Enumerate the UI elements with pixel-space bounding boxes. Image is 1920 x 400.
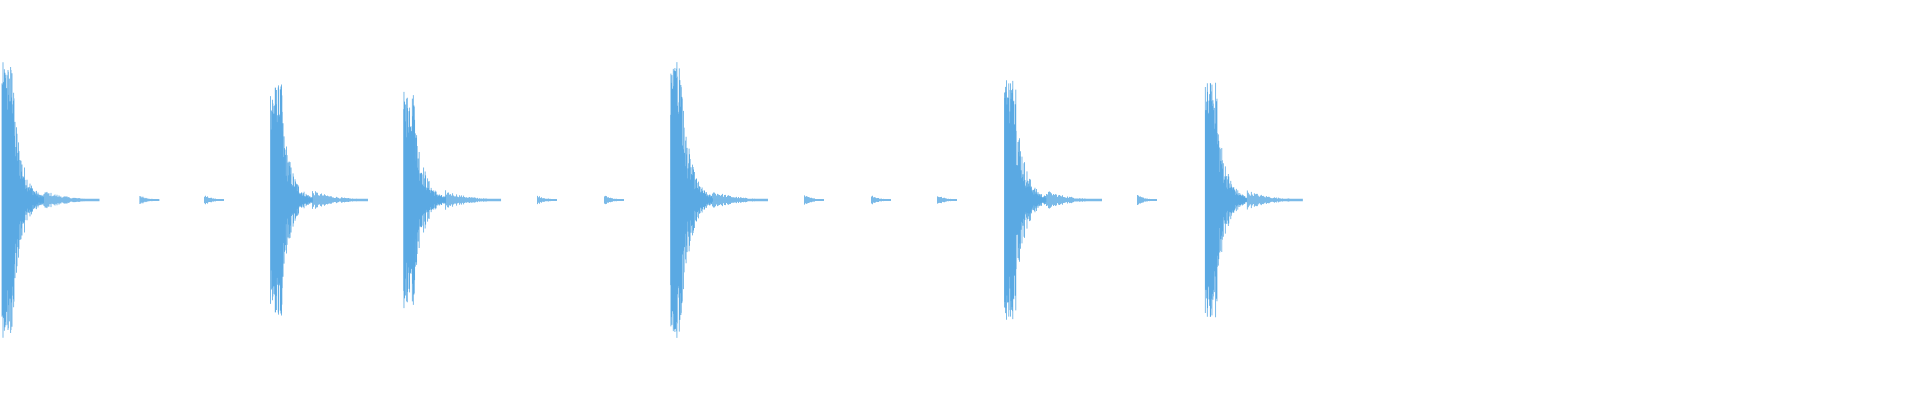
waveform-tick: [937, 196, 957, 204]
waveform-segment: [1204, 82, 1303, 318]
waveform-tick: [1137, 195, 1157, 205]
waveform-transient: [1004, 80, 1102, 320]
waveform-segment: [1137, 195, 1157, 205]
waveform-segment: [604, 195, 624, 205]
waveform-tick: [871, 195, 891, 205]
waveform-tick: [804, 195, 824, 205]
waveform-tick: [604, 195, 624, 205]
waveform-segment: [403, 91, 502, 309]
waveform-transient: [403, 91, 502, 309]
waveform-segment: [537, 195, 557, 205]
waveform-transient: [1, 62, 100, 338]
waveform-segment: [270, 84, 368, 316]
waveform-segment: [804, 195, 824, 205]
waveform-transient: [270, 84, 368, 316]
waveform-segment: [937, 196, 957, 204]
waveform-tick: [139, 196, 160, 204]
waveform-segment: [871, 195, 891, 205]
waveform-tick: [537, 195, 557, 205]
waveform-segment: [1, 62, 100, 338]
waveform-transient: [1204, 82, 1303, 318]
waveform-segment: [139, 196, 160, 204]
waveform-tick: [204, 195, 224, 205]
waveform-transient: [670, 62, 768, 338]
waveform-segment: [670, 62, 768, 338]
waveform-segment: [204, 195, 224, 205]
waveform-segment: [1004, 80, 1102, 320]
